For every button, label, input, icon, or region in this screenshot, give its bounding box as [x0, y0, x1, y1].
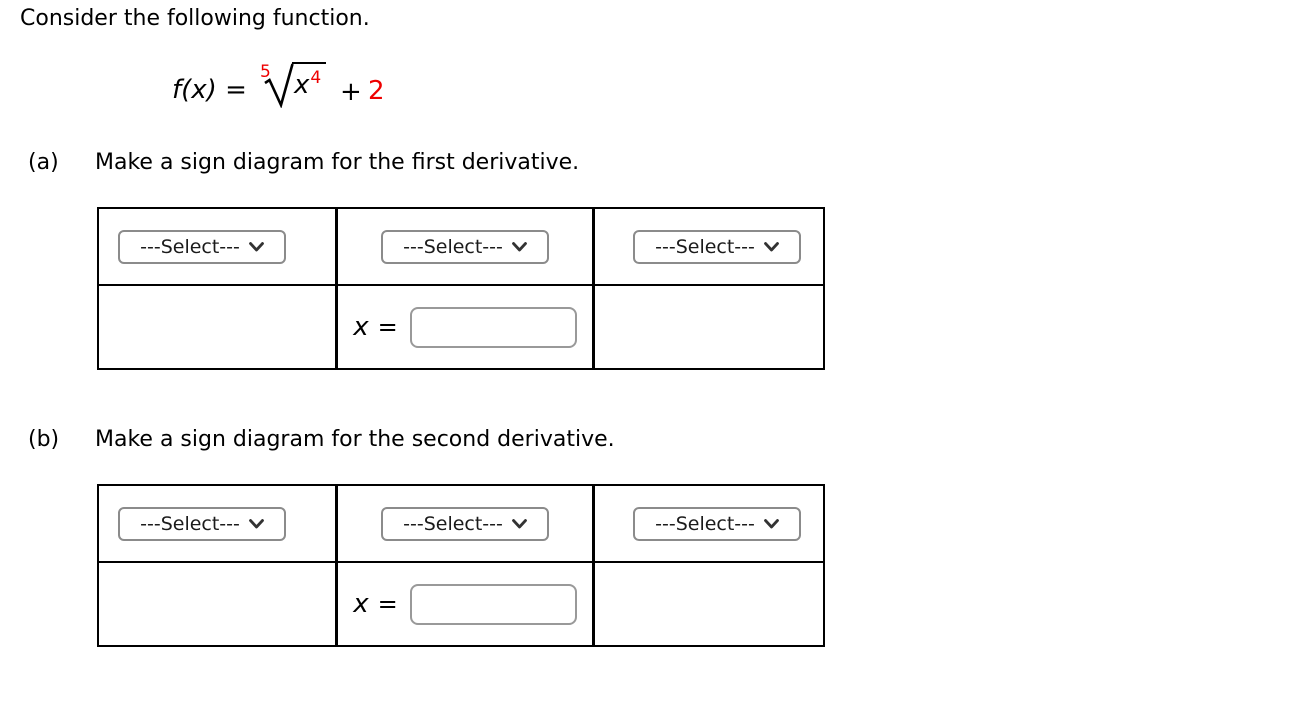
- table-b-cell-top-middle: ---Select---: [335, 486, 595, 561]
- sign-select-right-a[interactable]: ---Select---: [633, 229, 801, 264]
- part-b-label: (b): [28, 427, 60, 452]
- root-index: 5: [260, 62, 271, 82]
- x-variable-label: x: [353, 589, 369, 619]
- chevron-down-icon: [248, 518, 264, 528]
- sign-diagram-table-a: ---Select--- ---Select--- ---Select--- x…: [97, 207, 825, 370]
- table-a-cell-bottom-left: [99, 284, 335, 368]
- table-a-cell-bottom-middle: x =: [335, 284, 595, 368]
- sign-select-right-b[interactable]: ---Select---: [633, 506, 801, 541]
- table-a-cell-bottom-right: [595, 284, 823, 368]
- part-a-label: (a): [28, 150, 59, 175]
- sign-select-middle-b[interactable]: ---Select---: [381, 506, 549, 541]
- sign-select-left-b[interactable]: ---Select---: [118, 506, 286, 541]
- constant-term: 2: [368, 76, 385, 106]
- table-b-cell-bottom-left: [99, 561, 335, 645]
- x-equals-group: x =: [353, 583, 577, 625]
- part-b-prompt: Make a sign diagram for the second deriv…: [95, 427, 615, 452]
- x-equals-group: x =: [353, 306, 577, 348]
- chevron-down-icon: [511, 241, 527, 251]
- sign-select-middle-a[interactable]: ---Select---: [381, 229, 549, 264]
- table-b-cell-bottom-right: [595, 561, 823, 645]
- plus-sign: +: [340, 77, 362, 107]
- equals-label: =: [377, 313, 398, 341]
- radicand-base: x: [294, 70, 310, 100]
- function-formula: f(x) = 5 x4 + 2: [170, 55, 450, 115]
- radicand: x4: [292, 62, 327, 100]
- table-a-cell-top-middle: ---Select---: [335, 209, 595, 284]
- radical-sign-icon: [264, 63, 294, 108]
- table-b-cell-top-right: ---Select---: [595, 486, 823, 561]
- select-value: ---Select---: [655, 512, 755, 535]
- table-b-cell-bottom-middle: x =: [335, 561, 595, 645]
- x-variable-label: x: [353, 312, 369, 342]
- table-b-cell-top-left: ---Select---: [99, 486, 335, 561]
- select-value: ---Select---: [403, 235, 503, 258]
- x-value-input-b[interactable]: [409, 583, 577, 625]
- select-value: ---Select---: [140, 235, 240, 258]
- radicand-exponent: 4: [310, 68, 322, 88]
- equals-label: =: [377, 590, 398, 618]
- select-value: ---Select---: [140, 512, 240, 535]
- select-value: ---Select---: [403, 512, 503, 535]
- chevron-down-icon: [763, 518, 779, 528]
- part-a-prompt: Make a sign diagram for the first deriva…: [95, 150, 580, 175]
- table-a-cell-top-left: ---Select---: [99, 209, 335, 284]
- chevron-down-icon: [763, 241, 779, 251]
- function-lhs: f(x) =: [172, 75, 256, 105]
- select-value: ---Select---: [655, 235, 755, 258]
- sign-diagram-table-b: ---Select--- ---Select--- ---Select--- x…: [97, 484, 825, 647]
- x-value-input-a[interactable]: [409, 306, 577, 348]
- sign-select-left-a[interactable]: ---Select---: [118, 229, 286, 264]
- intro-text: Consider the following function.: [20, 6, 370, 31]
- chevron-down-icon: [248, 241, 264, 251]
- chevron-down-icon: [511, 518, 527, 528]
- table-a-cell-top-right: ---Select---: [595, 209, 823, 284]
